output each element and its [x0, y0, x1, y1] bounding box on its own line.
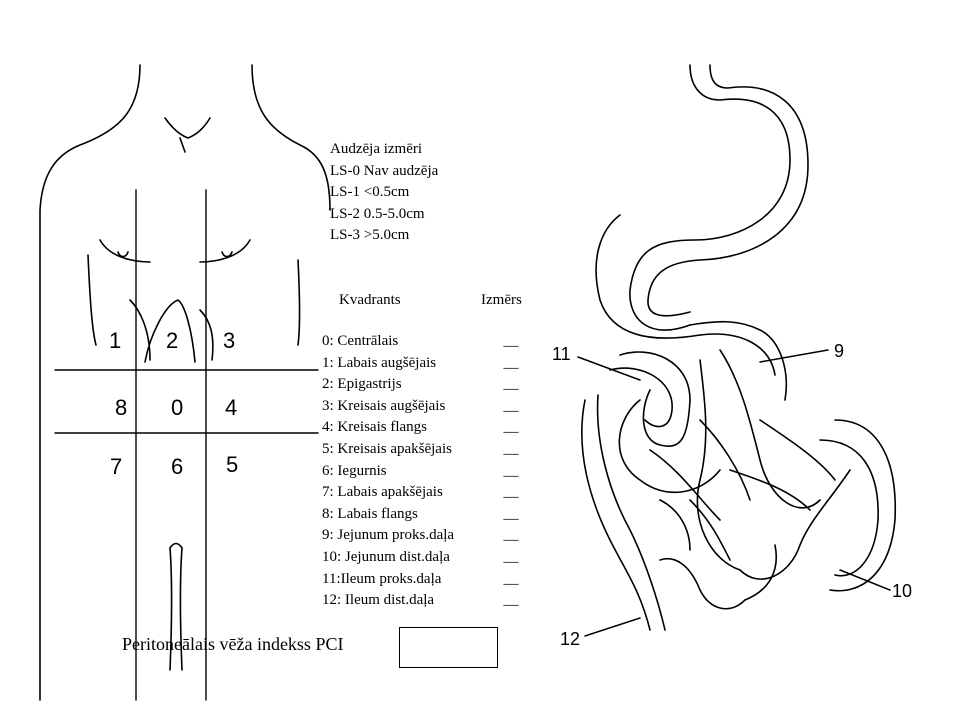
- tumor-size-level: LS-1 <0.5cm: [330, 184, 410, 200]
- region-row: 3: Kreisais augšējais __: [322, 396, 520, 418]
- torso-outline: [39, 64, 331, 701]
- pci-score-box[interactable]: [399, 627, 498, 668]
- region-name: 10: Jejunum dist.daļa: [322, 548, 450, 565]
- pci-label: Peritoneālais vēža indekss PCI: [122, 634, 344, 654]
- region-name: 1: Labais augšējais: [322, 354, 437, 371]
- size-blank[interactable]: __: [503, 440, 519, 457]
- region-row: 11:Ileum proks.daļa __: [322, 569, 520, 591]
- region-6-label: 6: [171, 454, 184, 479]
- tumor-size-level: LS-2 0.5-5.0cm: [330, 205, 425, 222]
- size-blank[interactable]: __: [503, 333, 519, 349]
- size-blank[interactable]: __: [503, 397, 519, 414]
- region-1-label: 1: [109, 328, 122, 353]
- size-blank[interactable]: __: [503, 484, 519, 501]
- bowel-9-label: 9: [834, 341, 845, 361]
- region-row: 1: Labais augšējais __: [322, 353, 520, 375]
- size-blank[interactable]: __: [503, 548, 519, 565]
- region-4-label: 4: [225, 395, 238, 420]
- region-7-label: 7: [110, 454, 123, 479]
- bowel-12-label: 12: [560, 629, 581, 649]
- region-name: 9: Jejunum proks.daļa: [322, 527, 455, 544]
- size-blank[interactable]: __: [503, 592, 519, 609]
- quadrant-grid: [54, 189, 319, 701]
- region-list: 0: Centrālais __ 1: Labais augšējais __ 2:…: [322, 331, 520, 612]
- region-row: 7: Labais apakšējais __: [322, 482, 520, 504]
- tumor-size-level: LS-3 >5.0cm: [330, 227, 410, 243]
- region-0-label: 0: [171, 395, 184, 420]
- region-name: 3: Kreisais augšējais: [322, 397, 446, 414]
- region-2-label: 2: [166, 328, 179, 353]
- leader-lines: [577, 349, 891, 637]
- intestine-drawing: [581, 64, 897, 631]
- region-name: 12: Ileum dist.daļa: [322, 592, 435, 609]
- region-row: 5: Kreisais apakšējais __: [322, 439, 520, 461]
- region-row: 12: Ileum dist.daļa __: [322, 590, 520, 612]
- region-name: 7: Labais apakšējais: [322, 484, 443, 501]
- size-column-header: Izmērs: [481, 292, 522, 308]
- region-name: 6: Iegurnis: [322, 462, 387, 479]
- tumor-size-title: Audzēja izmēri: [330, 141, 423, 157]
- region-row: 9: Jejunum proks.daļa __: [322, 525, 520, 547]
- tumor-size-level: LS-0 Nav audzēja: [330, 162, 439, 179]
- region-row: 0: Centrālais __: [322, 331, 520, 353]
- region-row: 8: Labais flangs __: [322, 504, 520, 526]
- region-row: 10: Jejunum dist.daļa __: [322, 547, 520, 569]
- region-3-label: 3: [223, 328, 236, 353]
- size-blank[interactable]: __: [503, 527, 519, 544]
- region-row: 4: Kreisais flangs __: [322, 417, 520, 439]
- size-blank[interactable]: __: [503, 462, 519, 479]
- region-name: 4: Kreisais flangs: [322, 419, 427, 436]
- size-blank[interactable]: __: [503, 505, 519, 522]
- size-blank[interactable]: __: [503, 419, 519, 436]
- region-row: 6: Iegurnis __: [322, 461, 520, 483]
- region-5-label: 5: [226, 452, 239, 477]
- bowel-11-label: 11: [552, 344, 571, 364]
- tumor-size-legend: Audzēja izmēri LS-0 Nav audzēja LS-1 <0.…: [330, 139, 438, 247]
- region-column-header: Kvadrants: [339, 292, 401, 308]
- size-blank[interactable]: __: [503, 354, 519, 371]
- size-blank[interactable]: __: [503, 570, 519, 587]
- size-blank[interactable]: __: [503, 376, 519, 393]
- region-row: 2: Epigastrijs __: [322, 374, 520, 396]
- bowel-10-label: 10: [892, 581, 913, 601]
- region-name: 5: Kreisais apakšējais: [322, 440, 452, 457]
- region-name: 8: Labais flangs: [322, 505, 418, 522]
- region-name: 11:Ileum proks.daļa: [322, 570, 442, 587]
- region-name: 2: Epigastrijs: [322, 376, 402, 393]
- region-8-label: 8: [115, 395, 128, 420]
- region-name: 0: Centrālais: [322, 333, 399, 349]
